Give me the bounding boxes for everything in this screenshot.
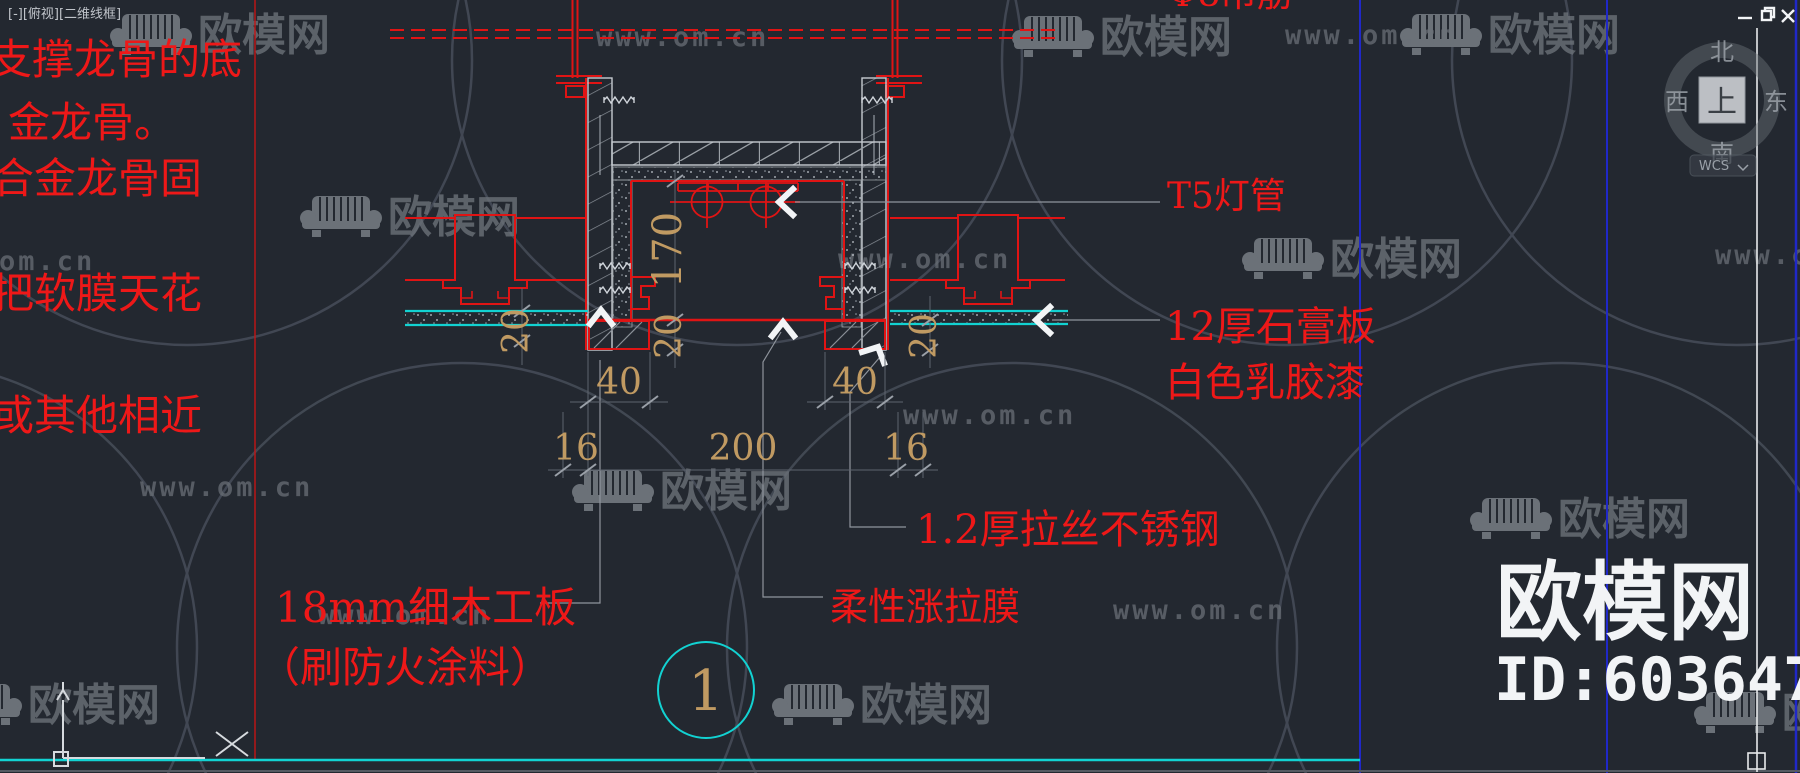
brand-watermark: 欧模网 bbox=[1011, 12, 1232, 63]
ucs-icon bbox=[53, 682, 249, 767]
note-hanger-partial: Φ8吊筋 bbox=[1168, 0, 1292, 15]
svg-text:欧模网: 欧模网 bbox=[660, 466, 792, 517]
brand-watermark: 欧模网 bbox=[571, 466, 792, 517]
site-logo: 欧模网 ID:603647 bbox=[1494, 553, 1800, 715]
brand-watermark: 欧模网 bbox=[0, 680, 160, 731]
note-left-4: 把软膜天花 bbox=[0, 269, 202, 318]
logo-id: ID:603647 bbox=[1494, 645, 1800, 715]
logo-site-name: 欧模网 bbox=[1496, 553, 1754, 653]
dim-200: 200 bbox=[709, 428, 778, 469]
leader-arrows bbox=[585, 184, 1055, 367]
arrow-left-icon bbox=[1031, 302, 1055, 338]
viewcube-west[interactable]: 西 bbox=[1665, 88, 1689, 116]
detail-number: 1 bbox=[688, 659, 724, 724]
url-watermark: www.om.cn bbox=[140, 472, 313, 503]
restore-icon[interactable] bbox=[1760, 6, 1776, 22]
dim-16-left: 16 bbox=[553, 428, 599, 469]
svg-text:欧模网: 欧模网 bbox=[1558, 494, 1690, 545]
url-watermark: www.om.cn bbox=[1285, 20, 1458, 51]
annotation-texts: 支撑龙骨的底 金龙骨。 合金龙骨固 把软膜天花 或其他相近 Φ8吊筋 T5灯管 … bbox=[0, 0, 1376, 692]
brand-watermark: 欧模网 bbox=[1469, 494, 1690, 545]
cove-bottom bbox=[588, 318, 886, 350]
url-watermark: www.om.cn bbox=[903, 400, 1076, 431]
note-left-3: 合金龙骨固 bbox=[0, 154, 202, 203]
note-left-2: 金龙骨。 bbox=[8, 98, 176, 147]
viewcube-ring[interactable] bbox=[1664, 42, 1780, 158]
svg-text:欧模网: 欧模网 bbox=[28, 680, 160, 731]
note-left-5: 或其他相近 bbox=[0, 391, 202, 440]
arrow-up-icon bbox=[585, 305, 617, 329]
dim-20-mid: 20 bbox=[649, 313, 690, 359]
url-watermark: www.om.cn bbox=[0, 246, 95, 277]
note-left-1: 支撑龙骨的底 bbox=[0, 35, 242, 84]
detail-drawing: 40 40 16 200 16 170 20 20 20 bbox=[390, 0, 1160, 604]
note-membrane: 柔性涨拉膜 bbox=[830, 585, 1020, 629]
wcs-dropdown[interactable]: WCS bbox=[1689, 154, 1757, 177]
detail-circle bbox=[657, 641, 755, 739]
note-t5: T5灯管 bbox=[1167, 176, 1286, 217]
svg-text:欧模网: 欧模网 bbox=[860, 680, 992, 731]
dim-16-right: 16 bbox=[883, 428, 929, 469]
viewport-label[interactable]: [-][俯视][二维线框] bbox=[8, 6, 121, 22]
detail-marker: 1 bbox=[657, 641, 755, 739]
url-watermark: www.om.cn bbox=[318, 600, 491, 631]
watermark-layer: 欧模网 欧模网 欧模网 欧模网 欧模网 欧模网 欧模网 欧模网 欧模网 欧模网 … bbox=[0, 10, 1800, 739]
note-board-1: 18mm细木工板 bbox=[275, 583, 576, 632]
viewcube-east[interactable]: 东 bbox=[1764, 88, 1788, 116]
dimension-lines bbox=[513, 170, 939, 478]
cove-top-boards bbox=[611, 141, 887, 328]
wcs-label[interactable]: WCS bbox=[1699, 159, 1729, 174]
close-icon[interactable] bbox=[1781, 9, 1795, 23]
note-gypsum-2: 白色乳胶漆 bbox=[1165, 360, 1365, 406]
scrollbar-corner[interactable] bbox=[1747, 752, 1766, 770]
arrow-up-right-icon bbox=[858, 343, 888, 367]
dim-170: 170 bbox=[645, 212, 691, 288]
arrow-left-icon bbox=[774, 184, 798, 220]
hanger-rods bbox=[390, 0, 1060, 98]
cove-side-boards bbox=[585, 77, 889, 351]
brand-watermark: 欧模网 bbox=[1241, 234, 1462, 285]
window-controls[interactable] bbox=[1738, 6, 1795, 23]
viewcube-top-label[interactable]: 上 bbox=[1707, 85, 1737, 120]
edge-profiles bbox=[631, 276, 844, 310]
brand-watermark: 欧模网 bbox=[771, 680, 992, 731]
svg-text:欧模网: 欧模网 bbox=[198, 10, 330, 61]
dim-20-left: 20 bbox=[496, 308, 537, 354]
note-steel: 1.2厚拉丝不锈钢 bbox=[916, 507, 1220, 553]
svg-text:欧模网: 欧模网 bbox=[1100, 12, 1232, 63]
viewcube[interactable]: 上 北 西 东 南 WCS bbox=[1664, 38, 1788, 177]
viewcube-north[interactable]: 北 bbox=[1710, 38, 1734, 66]
dimension-texts: 40 40 16 200 16 170 20 20 20 bbox=[496, 212, 945, 469]
svg-text:欧模网: 欧模网 bbox=[1330, 234, 1462, 285]
dim-40-right: 40 bbox=[832, 362, 878, 403]
svg-text:欧模网: 欧模网 bbox=[1488, 10, 1620, 61]
note-gypsum-1: 12厚石膏板 bbox=[1165, 304, 1376, 350]
arrow-up-icon bbox=[767, 317, 799, 341]
viewcube-top-face[interactable] bbox=[1698, 76, 1746, 124]
brand-watermark: 欧模网 bbox=[1399, 10, 1620, 61]
chevron-down-icon bbox=[1737, 164, 1749, 172]
dim-40-left: 40 bbox=[596, 362, 642, 403]
note-board-2: （刷防火涂料） bbox=[258, 643, 552, 692]
cove-inner-box bbox=[630, 180, 845, 320]
url-watermark: www.om.cn bbox=[1113, 595, 1286, 626]
dim-20-right: 20 bbox=[904, 313, 945, 359]
leader-lines bbox=[540, 201, 1160, 604]
brand-watermark: 欧模网 bbox=[109, 10, 330, 61]
